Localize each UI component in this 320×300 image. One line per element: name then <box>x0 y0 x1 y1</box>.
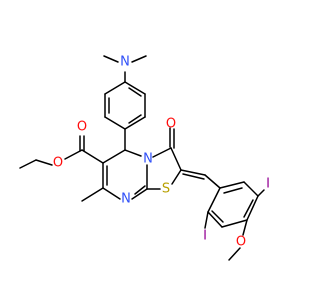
sulfur-label: S <box>162 182 170 197</box>
atom-labels: N O O O N N S I I O <box>53 55 270 250</box>
methoxy-oxygen-label: O <box>236 235 246 250</box>
bond-lines <box>19 55 265 261</box>
ring-nitrogen-bottom-label: N <box>121 192 131 207</box>
ester-carbonyl-oxygen-label: O <box>77 120 87 135</box>
ring-nitrogen-top-label: N <box>143 152 153 167</box>
ketone-oxygen-label: O <box>166 117 176 132</box>
dimethylamino-nitrogen-label: N <box>120 55 130 70</box>
chemical-structure: N O O O N N S I I O <box>19 55 270 261</box>
iodine-right-label: I <box>266 177 270 192</box>
iodine-left-label: I <box>203 229 207 244</box>
ester-link-oxygen-label: O <box>53 156 63 171</box>
